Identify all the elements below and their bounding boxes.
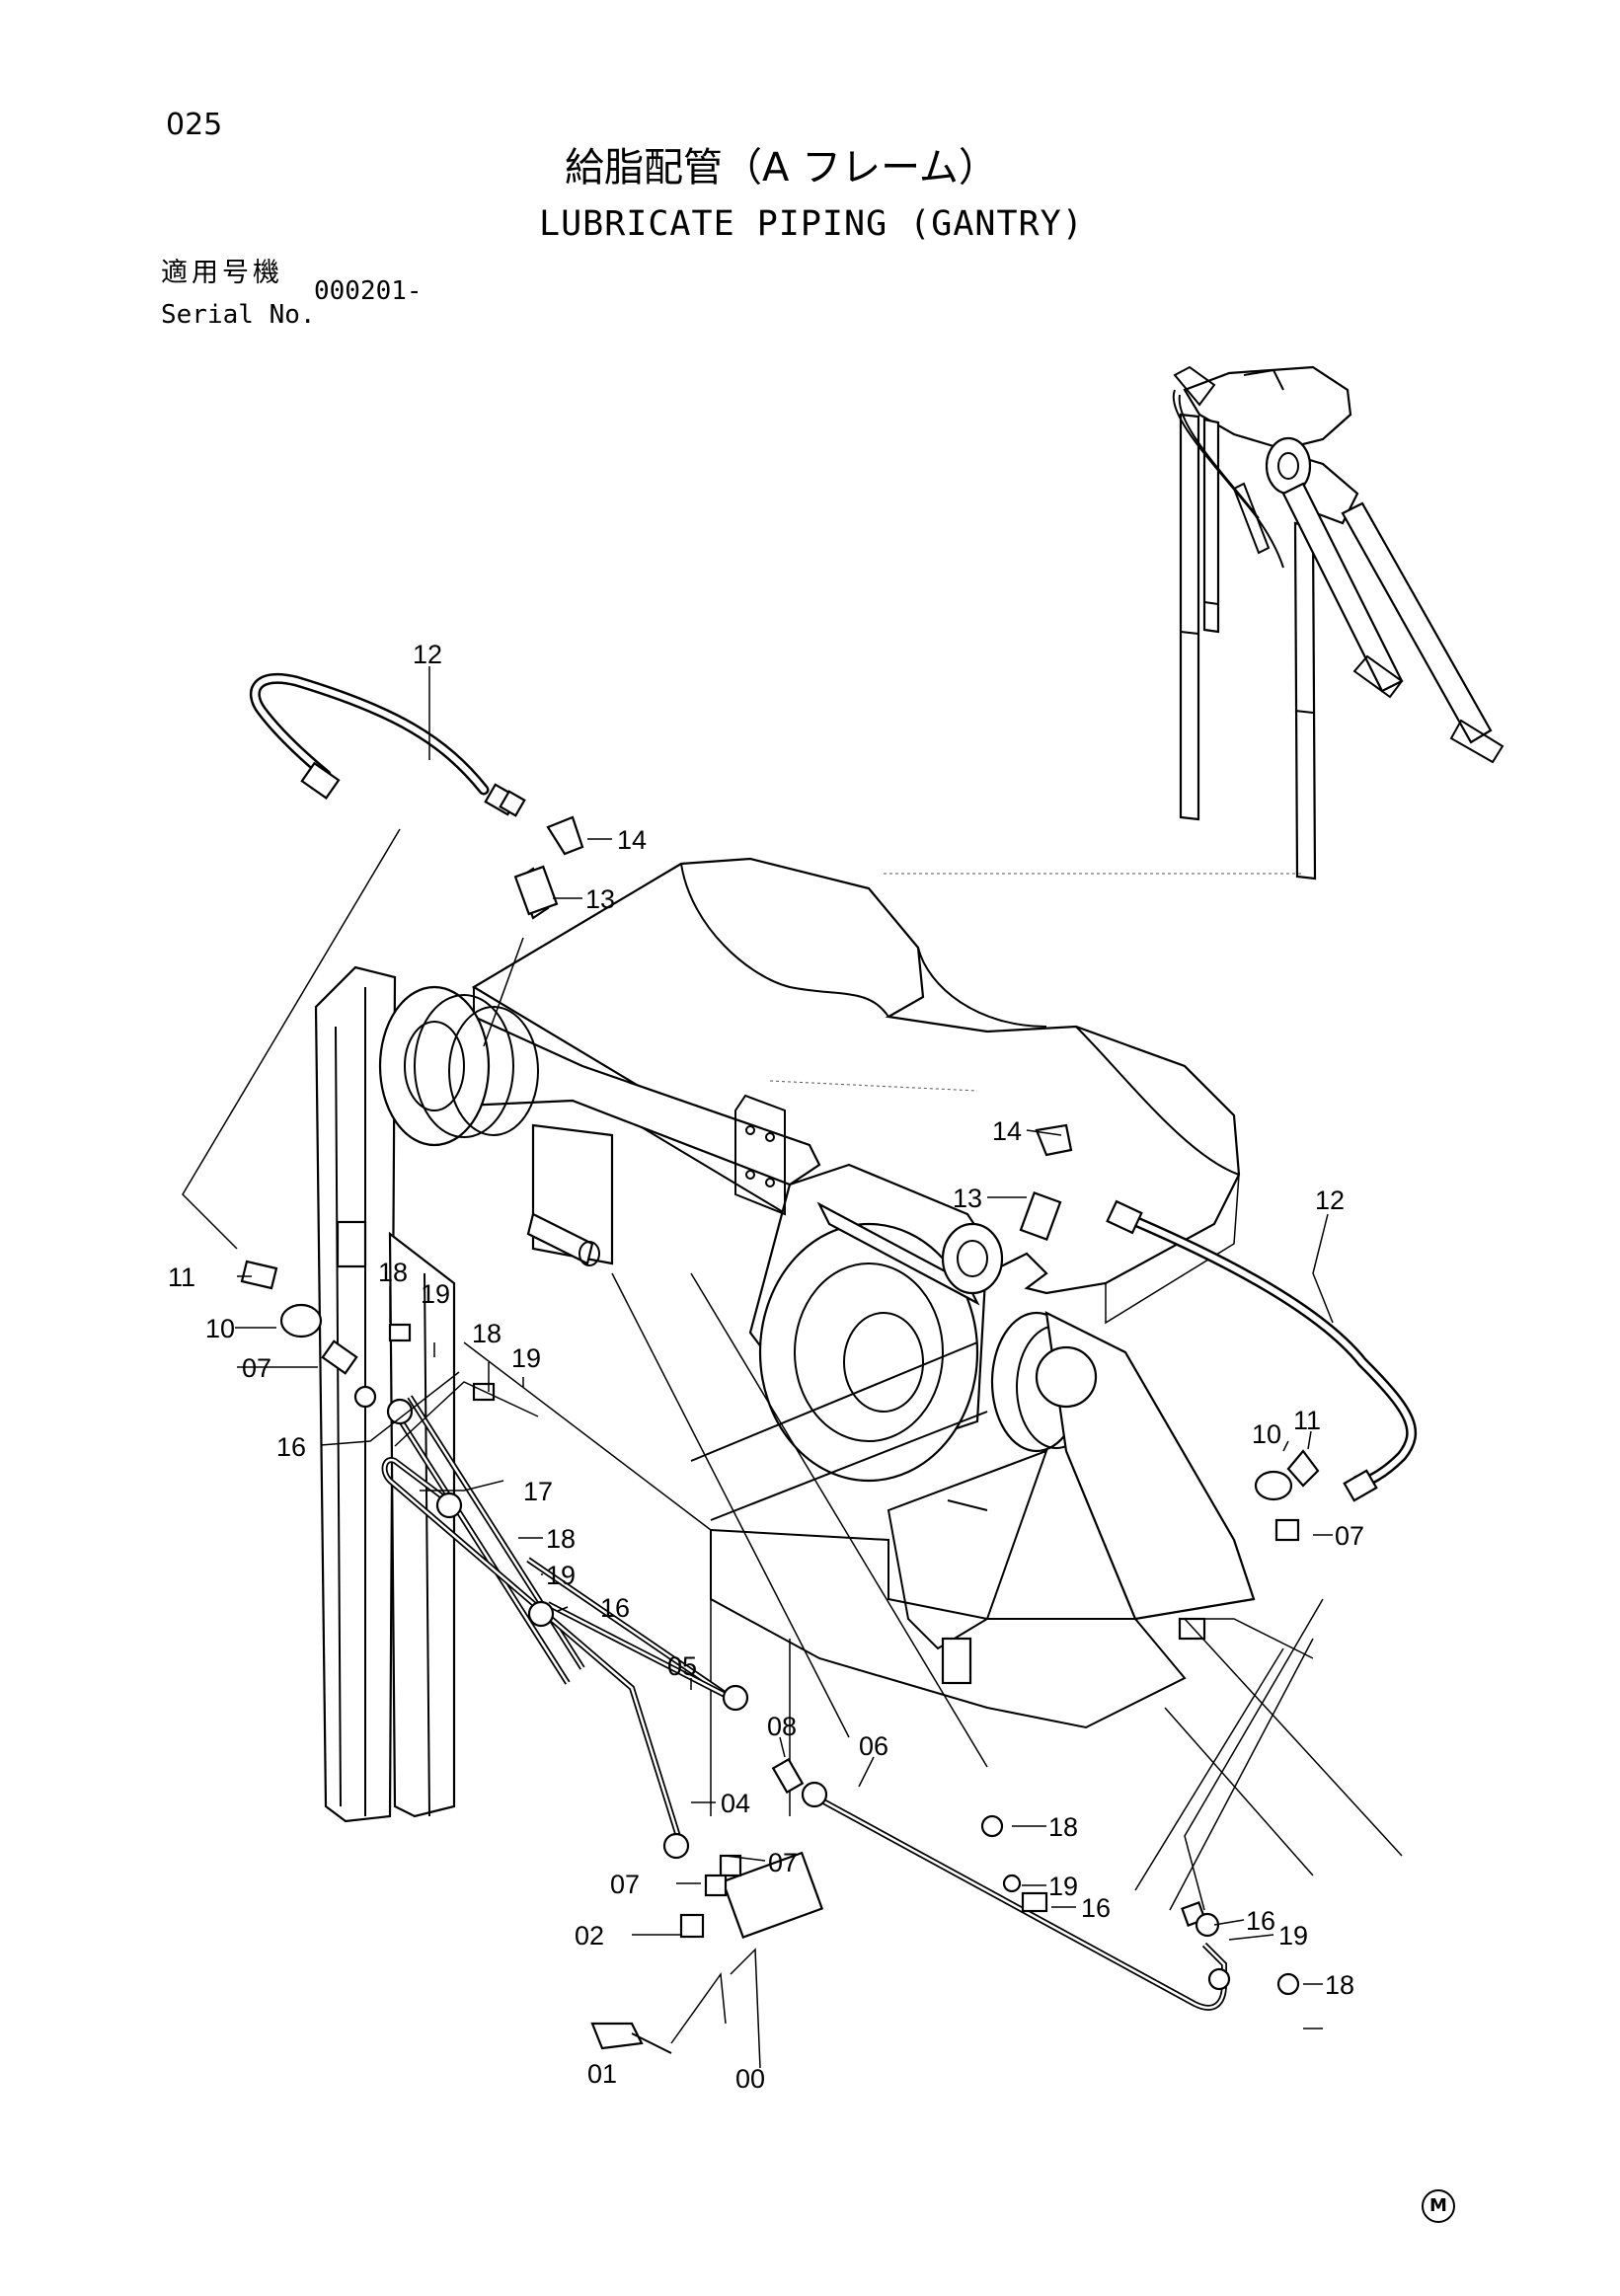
- callout-02: 02: [575, 1921, 604, 1951]
- serial-label-japanese: 適用号機: [161, 258, 283, 288]
- callout-12-top: 12: [413, 640, 442, 669]
- serial-value: 000201-: [314, 276, 423, 306]
- callout-labels: 12 14 13 14 13 12 11 10 07 18 19 18 19 1…: [168, 640, 1364, 2094]
- serial-label: Serial No.: [161, 300, 316, 330]
- callout-19-c: 19: [546, 1561, 576, 1590]
- page-number: 025: [166, 108, 223, 142]
- callout-18-d: 18: [1048, 1812, 1078, 1842]
- corner-mark: M: [1422, 2189, 1455, 2223]
- callout-18-c: 18: [546, 1524, 576, 1554]
- callout-16-left: 16: [276, 1432, 306, 1462]
- callout-07-right: 07: [1335, 1521, 1364, 1551]
- lubrication-lines: [240, 672, 1418, 2054]
- callout-19-e: 19: [1278, 1921, 1308, 1951]
- callout-10-left: 10: [205, 1314, 235, 1343]
- gantry-structure: [314, 857, 1403, 1876]
- callout-18-b: 18: [472, 1319, 501, 1348]
- callout-19-b: 19: [511, 1343, 541, 1373]
- callout-17: 17: [523, 1477, 553, 1506]
- callout-07-left: 07: [242, 1353, 271, 1383]
- callout-04: 04: [721, 1789, 750, 1818]
- callout-18-e: 18: [1325, 1970, 1354, 2000]
- callout-07-low-left: 07: [610, 1870, 640, 1899]
- callout-14-top: 14: [617, 825, 647, 855]
- callout-07-low-right: 07: [768, 1848, 798, 1877]
- page-title-japanese: 給脂配管（A フレーム）: [565, 145, 998, 191]
- overview-inset: [884, 365, 1504, 880]
- callout-16-mid: 16: [600, 1593, 630, 1623]
- callout-01: 01: [587, 2059, 617, 2089]
- callout-10-right: 10: [1252, 1419, 1281, 1449]
- callout-16-right: 16: [1246, 1906, 1275, 1936]
- callout-16-lower: 16: [1081, 1893, 1111, 1923]
- page-title: LUBRICATE PIPING (GANTRY): [539, 204, 1084, 244]
- callout-06: 06: [859, 1731, 888, 1761]
- callout-13-top: 13: [585, 884, 615, 914]
- callout-19-a: 19: [421, 1279, 450, 1309]
- callout-13-right: 13: [953, 1184, 982, 1213]
- callout-08: 08: [767, 1712, 797, 1741]
- callout-18-a: 18: [378, 1258, 408, 1287]
- callout-11-right: 11: [1293, 1406, 1321, 1435]
- callout-19-d: 19: [1048, 1872, 1078, 1901]
- callout-05: 05: [667, 1651, 697, 1681]
- callout-00: 00: [735, 2064, 765, 2094]
- callout-12-right: 12: [1315, 1186, 1345, 1215]
- callout-11-left: 11: [168, 1263, 195, 1292]
- callout-14-right: 14: [992, 1116, 1022, 1146]
- leader-lines: [182, 666, 1334, 2069]
